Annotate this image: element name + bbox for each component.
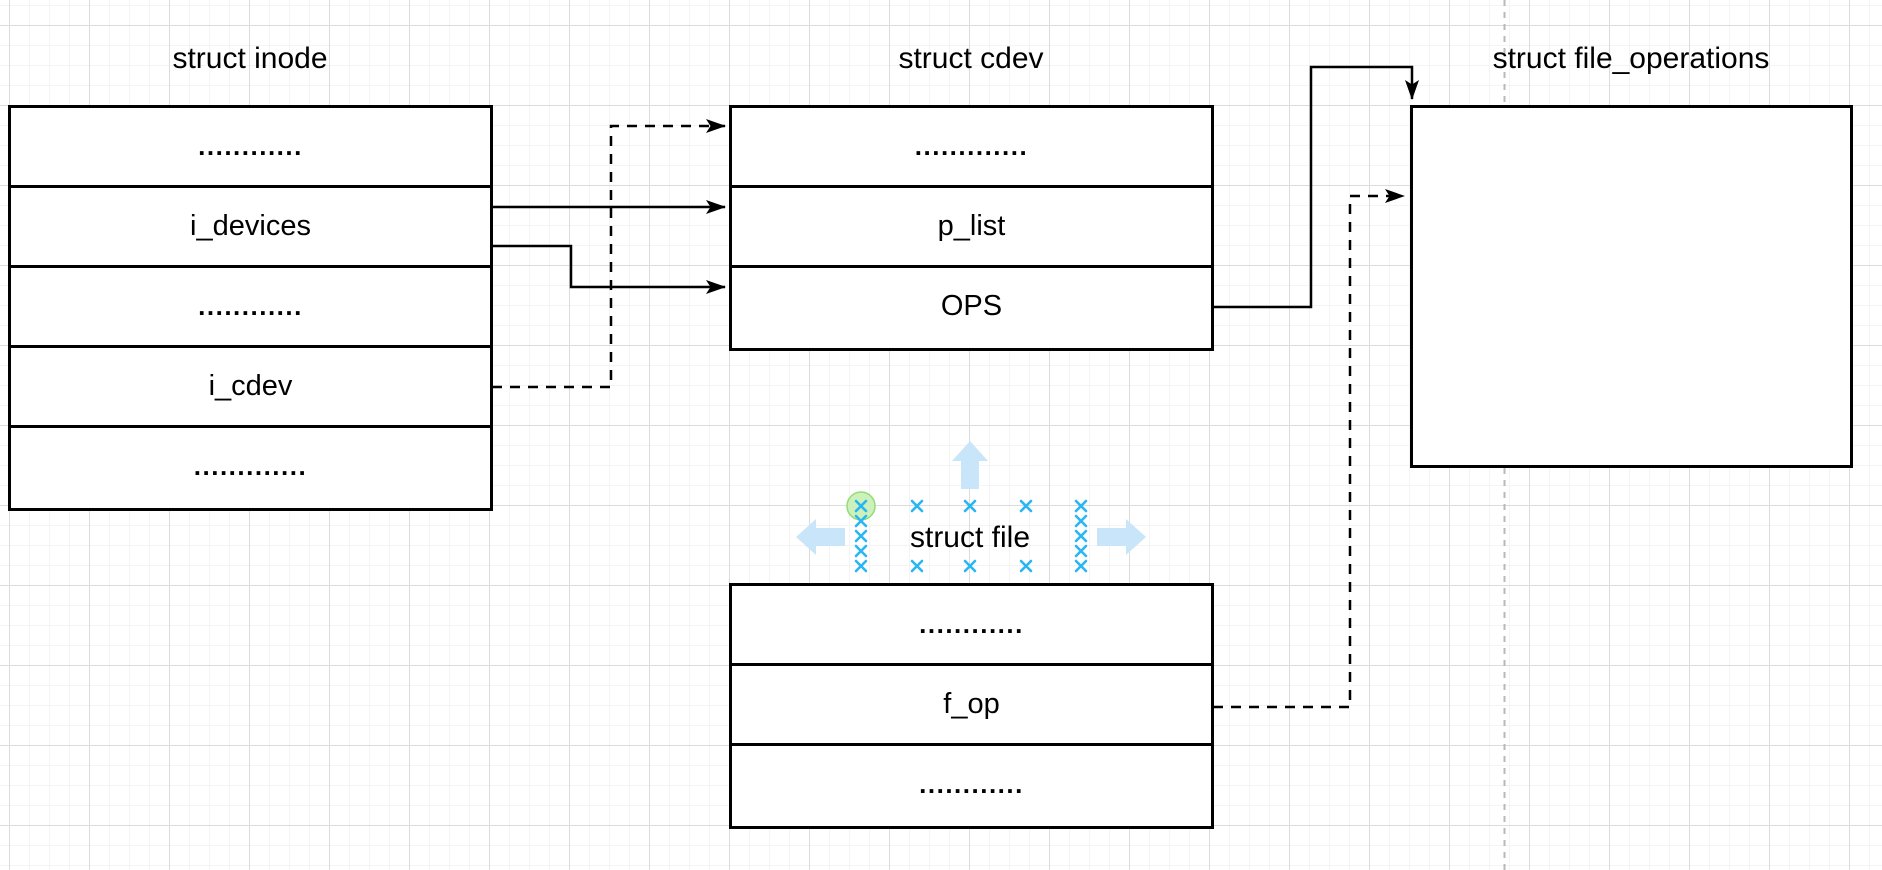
connection-point-x-icon[interactable] <box>963 499 977 513</box>
connection-point-x-icon[interactable] <box>1074 559 1088 573</box>
struct-inode-title[interactable]: struct inode <box>172 42 328 75</box>
table-row-ops[interactable]: OPS <box>732 265 1211 345</box>
edge-i_cdev-to-cdev[interactable] <box>492 119 726 389</box>
connection-point-x-icon[interactable] <box>854 544 868 558</box>
connection-point-x-icon[interactable] <box>1074 514 1088 528</box>
connection-point-x-icon[interactable] <box>854 499 868 513</box>
struct-file_operations-title[interactable]: struct file_operations <box>1492 42 1770 75</box>
direction-arrow-up-icon[interactable] <box>952 441 988 489</box>
struct-file-label[interactable]: struct file <box>909 521 1031 554</box>
struct-inode-table[interactable]: ............ i_devices ............ i_cd… <box>8 105 493 511</box>
connection-point-icons[interactable] <box>854 499 1088 573</box>
table-row-inode-dots-2[interactable]: ............ <box>11 265 490 345</box>
table-row-file-dots-2[interactable]: ............ <box>732 743 1211 823</box>
connection-point-x-icon[interactable] <box>963 559 977 573</box>
connection-point-x-icon[interactable] <box>1019 499 1033 513</box>
struct-cdev-title[interactable]: struct cdev <box>898 42 1044 75</box>
connection-point-x-icon[interactable] <box>1074 529 1088 543</box>
table-row-inode-dots-3[interactable]: ............. <box>11 425 490 505</box>
table-row-i_cdev[interactable]: i_cdev <box>11 345 490 425</box>
edge-i_devices-to-ops[interactable] <box>492 244 726 294</box>
edge-f_op-to-file_operations[interactable] <box>1213 189 1405 709</box>
connection-point-x-icon[interactable] <box>854 529 868 543</box>
table-row-cdev-dots[interactable]: ............. <box>914 131 1029 161</box>
connection-point-x-icon[interactable] <box>910 499 924 513</box>
table-row-f_op[interactable]: f_op <box>732 663 1211 743</box>
connection-point-x-icon[interactable] <box>854 559 868 573</box>
struct-file_operations-box[interactable] <box>1410 105 1853 468</box>
connection-point-x-icon[interactable] <box>1019 559 1033 573</box>
table-row-inode-dots-1[interactable]: ............ <box>198 131 303 161</box>
connection-point-x-icon[interactable] <box>1074 499 1088 513</box>
table-row-i_devices[interactable]: i_devices <box>11 185 490 265</box>
connection-point-x-icon[interactable] <box>854 514 868 528</box>
connection-point-x-icon[interactable] <box>1074 544 1088 558</box>
struct-cdev-table[interactable]: ............. p_list OPS <box>729 105 1214 351</box>
table-row-file-dots-1[interactable]: ............ <box>919 609 1024 639</box>
edge-ops-to-file_operations[interactable] <box>1213 65 1419 309</box>
table-row-p_list[interactable]: p_list <box>732 185 1211 265</box>
struct-file-table[interactable]: ............ f_op ............ <box>729 583 1214 829</box>
direction-arrow-right-icon[interactable] <box>1097 519 1146 555</box>
connection-point-x-icon[interactable] <box>910 559 924 573</box>
direction-arrow-left-icon[interactable] <box>796 519 845 555</box>
